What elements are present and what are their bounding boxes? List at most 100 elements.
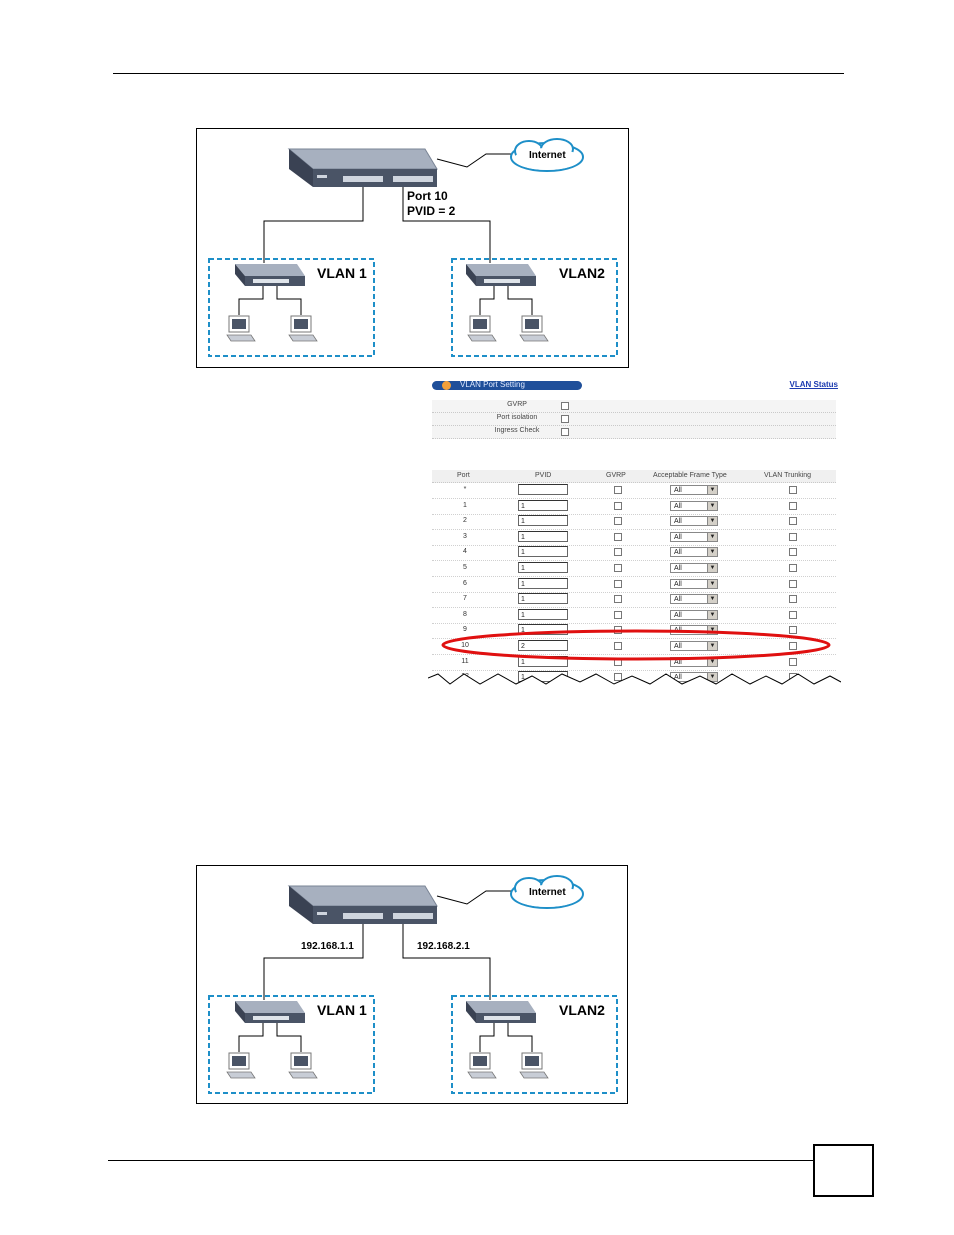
vlan-trunking-checkbox[interactable] [789,579,797,588]
chevron-down-icon: ▼ [707,548,717,557]
frame-type-value: All [674,658,682,666]
frame-type-select[interactable]: All▼ [670,547,718,558]
chevron-down-icon: ▼ [707,532,717,541]
vlan2-pc-icon [519,1052,549,1079]
port-row: 8 1 All▼ [432,608,836,624]
port-number: 8 [463,610,467,618]
frame-type-select[interactable]: All ▼ [670,594,718,605]
vlan-trunking-checkbox[interactable] [789,657,797,666]
port-number: 5 [463,564,467,571]
vlan2-switch-icon [466,264,536,315]
col-frame-type: Acceptable Frame Type [653,472,727,479]
pvid-label: PVID = 2 [407,204,456,218]
gvrp-port-checkbox[interactable] [614,673,622,682]
ingress-check-checkbox[interactable] [561,428,569,436]
frame-type-value: All [674,596,682,604]
port-isolation-checkbox[interactable] [561,415,569,423]
internet-cloud-icon [510,875,584,909]
pvid-input[interactable]: 1 [518,562,568,573]
gvrp-port-checkbox[interactable] [614,501,622,510]
cloud-label: Internet [529,150,566,161]
panel-title: VLAN Port Setting [460,380,525,389]
option-row-gvrp: GVRP [432,400,836,413]
frame-type-select[interactable]: All▼ [670,641,718,651]
pvid-input[interactable]: 1 [518,530,568,542]
vlan-trunking-checkbox[interactable] [789,532,797,541]
vlan1-boundary [208,258,375,357]
core-switch-icon [287,885,438,924]
frame-type-select[interactable]: All▼ [670,531,718,542]
frame-type-select[interactable]: All▼ [670,578,718,589]
frame-type-select[interactable]: All▼ [670,625,718,636]
gvrp-port-checkbox[interactable] [614,517,622,526]
frame-type-value: All [674,643,682,650]
port-row: 2 1 All▼ [432,514,836,531]
frame-type-value: All [674,627,682,635]
chevron-down-icon: ▼ [707,501,717,510]
gvrp-port-checkbox[interactable] [614,564,622,572]
vlan-pvid-diagram: Internet Port 10 PVID = 2 VLAN 1 VLAN2 [196,128,629,368]
vlan-trunking-checkbox[interactable] [789,626,797,635]
pvid-input[interactable]: 2 [518,640,568,651]
vlan-port-setting-screenshot: VLAN Port Setting VLAN Status GVRP Port … [428,378,841,688]
diagram-svg [208,875,618,1094]
gvrp-port-checkbox[interactable] [614,486,622,494]
pvid-input[interactable]: 1 [518,671,568,683]
vlan-trunking-checkbox[interactable] [789,642,797,650]
frame-type-select[interactable]: All▼ [670,500,718,511]
vlan1-pc-icon [288,1052,318,1079]
option-row-port-isolation: Port isolation [432,413,836,426]
gvrp-port-checkbox[interactable] [614,642,622,650]
port-number: 11 [461,657,469,665]
vlan1-pc-icon [226,315,256,342]
pvid-input[interactable]: 1 [518,515,568,527]
chevron-down-icon: ▼ [707,595,717,604]
page-number-box [813,1144,874,1197]
pvid-input[interactable]: 1 [518,655,568,667]
pvid-input[interactable]: 1 [518,608,568,620]
vlan-trunking-checkbox[interactable] [789,564,797,572]
gvrp-checkbox[interactable] [561,402,569,410]
gvrp-port-checkbox[interactable] [614,532,622,541]
gvrp-port-checkbox[interactable] [614,626,622,635]
chevron-down-icon: ▼ [707,564,717,572]
pvid-input[interactable]: 1 [518,546,568,558]
gvrp-port-checkbox[interactable] [614,610,622,619]
frame-type-select[interactable]: All▼ [670,609,718,620]
pvid-input[interactable]: 1 [518,577,568,589]
pvid-input[interactable]: 1 [518,499,568,511]
vlan-trunking-checkbox[interactable] [789,595,797,604]
vlan2-label: VLAN2 [559,265,605,281]
port-number: 12 [461,673,469,681]
vlan-trunking-checkbox[interactable] [789,673,797,682]
frame-type-value: All [674,674,682,682]
gvrp-port-checkbox[interactable] [614,657,622,666]
frame-type-select[interactable]: All▼ [670,672,718,683]
vlan1-pc-icon [288,315,318,342]
gvrp-port-checkbox[interactable] [614,595,622,604]
frame-type-select[interactable]: All▼ [670,656,718,667]
port-label: Port 10 [407,189,448,203]
vlan-trunking-checkbox[interactable] [789,548,797,557]
vlan-trunking-checkbox[interactable] [789,517,797,526]
frame-type-select[interactable]: All▼ [670,516,718,527]
pvid-input[interactable]: 1 [518,593,568,605]
chevron-down-icon: ▼ [707,517,717,526]
vlan-trunking-checkbox[interactable] [789,610,797,619]
pvid-input[interactable]: 1 [518,624,568,636]
vlan-trunking-checkbox[interactable] [789,486,797,494]
port-number: 2 [463,517,467,525]
pvid-input[interactable] [518,484,568,495]
vlan-status-link[interactable]: VLAN Status [789,380,838,389]
frame-type-select[interactable]: All▼ [670,563,718,573]
vlan-trunking-checkbox[interactable] [789,501,797,510]
gvrp-port-checkbox[interactable] [614,548,622,557]
port-number: 4 [463,548,467,556]
gvrp-port-checkbox[interactable] [614,579,622,588]
frame-type-select[interactable]: All▼ [670,485,718,495]
option-label: Ingress Check [494,427,540,434]
